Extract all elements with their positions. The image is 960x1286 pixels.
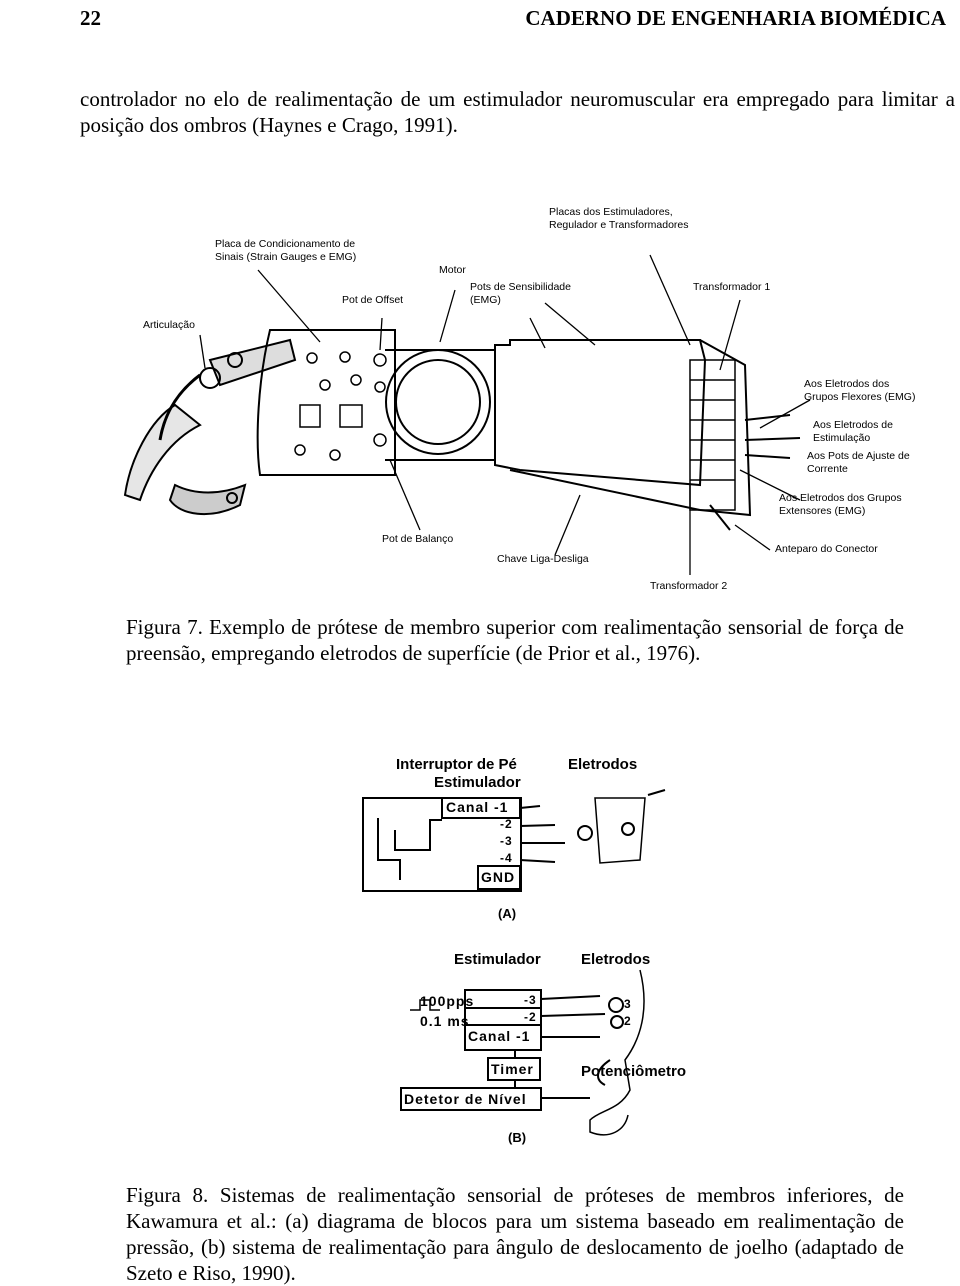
fig8a-ch3-label: -3 — [500, 834, 513, 848]
label-pots-ajuste-1: Aos Pots de Ajuste de — [807, 450, 910, 462]
fig8b-canal1-label: Canal -1 — [468, 1028, 531, 1044]
fig8a-panel-label: (A) — [498, 906, 517, 921]
fig8a-ch2-label: -2 — [500, 817, 513, 831]
figure7-caption-label: Figura 7. — [126, 615, 203, 639]
label-eletrodos-extensores-2: Extensores (EMG) — [779, 505, 866, 517]
label-eletrodos-flexores-1: Aos Eletrodos dos — [804, 378, 890, 390]
label-pot-offset: Pot de Offset — [342, 294, 404, 306]
fig8b-eletrodos-label: Eletrodos — [581, 951, 651, 968]
label-placas-estim-1: Placas dos Estimuladores, — [549, 206, 673, 218]
figure8-caption-text: Sistemas de realimentação sensorial de p… — [126, 1183, 904, 1285]
fig8a-interruptor-label: Interruptor de Pé — [396, 756, 517, 773]
label-pot-balanco: Pot de Balanço — [382, 533, 454, 545]
fig8b-ms-label: 0.1 ms — [420, 1013, 470, 1029]
fig8a-gnd-label: GND — [481, 869, 516, 885]
fig8b-n2-label: 2 — [624, 1014, 632, 1028]
label-placa-cond-2: Sinais (Strain Gauges e EMG) — [215, 251, 357, 263]
figure8-caption: Figura 8. Sistemas de realimentação sens… — [126, 1182, 904, 1286]
fig8a-ch4-label: -4 — [500, 851, 513, 865]
fig8a-estimulador-label: Estimulador — [434, 774, 521, 791]
page-number: 22 — [80, 6, 101, 30]
fig8b-timer-label: Timer — [491, 1061, 534, 1077]
label-pots-sens-1: Pots de Sensibilidade — [470, 281, 571, 293]
label-transformador-1: Transformador 1 — [693, 281, 771, 293]
fig8b-estimulador-label: Estimulador — [454, 951, 541, 968]
label-articulacao: Articulação — [143, 319, 195, 331]
fig8a-canal1-label: Canal -1 — [446, 799, 509, 815]
label-eletrodos-estim-2: Estimulação — [813, 432, 871, 444]
label-transformador-2: Transformador 2 — [650, 580, 728, 592]
fig8b-panel-label: (B) — [508, 1130, 527, 1145]
label-eletrodos-extensores-1: Aos Eletrodos dos Grupos — [779, 492, 902, 504]
label-eletrodos-flexores-2: Grupos Flexores (EMG) — [804, 391, 916, 403]
figure7-caption-text: Exemplo de prótese de membro superior co… — [126, 615, 905, 665]
label-placas-estim-2: Regulador e Transformadores — [549, 219, 689, 231]
label-anteparo: Anteparo do Conector — [775, 543, 878, 555]
label-chave: Chave Liga-Desliga — [497, 553, 589, 565]
label-eletrodos-estim-1: Aos Eletrodos de — [813, 419, 893, 431]
figure7-caption: Figura 7. Exemplo de prótese de membro s… — [126, 614, 904, 666]
journal-title: CADERNO DE ENGENHARIA BIOMÉDICA — [525, 6, 946, 30]
figure8-caption-label: Figura 8. — [126, 1183, 209, 1207]
label-motor: Motor — [439, 264, 466, 276]
label-pots-sens-2: (EMG) — [470, 294, 501, 306]
fig8b-detetor-label: Detetor de Nível — [404, 1091, 527, 1107]
fig8b-potenciometro-label: Potenciômetro — [581, 1063, 687, 1080]
fig8a-eletrodos-label: Eletrodos — [568, 756, 638, 773]
label-placa-cond-1: Placa de Condicionamento de — [215, 238, 356, 250]
fig8b-ch3-label: -3 — [524, 993, 537, 1007]
fig8b-ch2-label: -2 — [524, 1010, 537, 1024]
fig8b-n3-label: 3 — [624, 997, 632, 1011]
fig8b-pps-label: 100pps — [420, 993, 475, 1009]
intro-paragraph: controlador no elo de realimentação de u… — [80, 87, 955, 137]
label-pots-ajuste-2: Corrente — [807, 463, 848, 475]
